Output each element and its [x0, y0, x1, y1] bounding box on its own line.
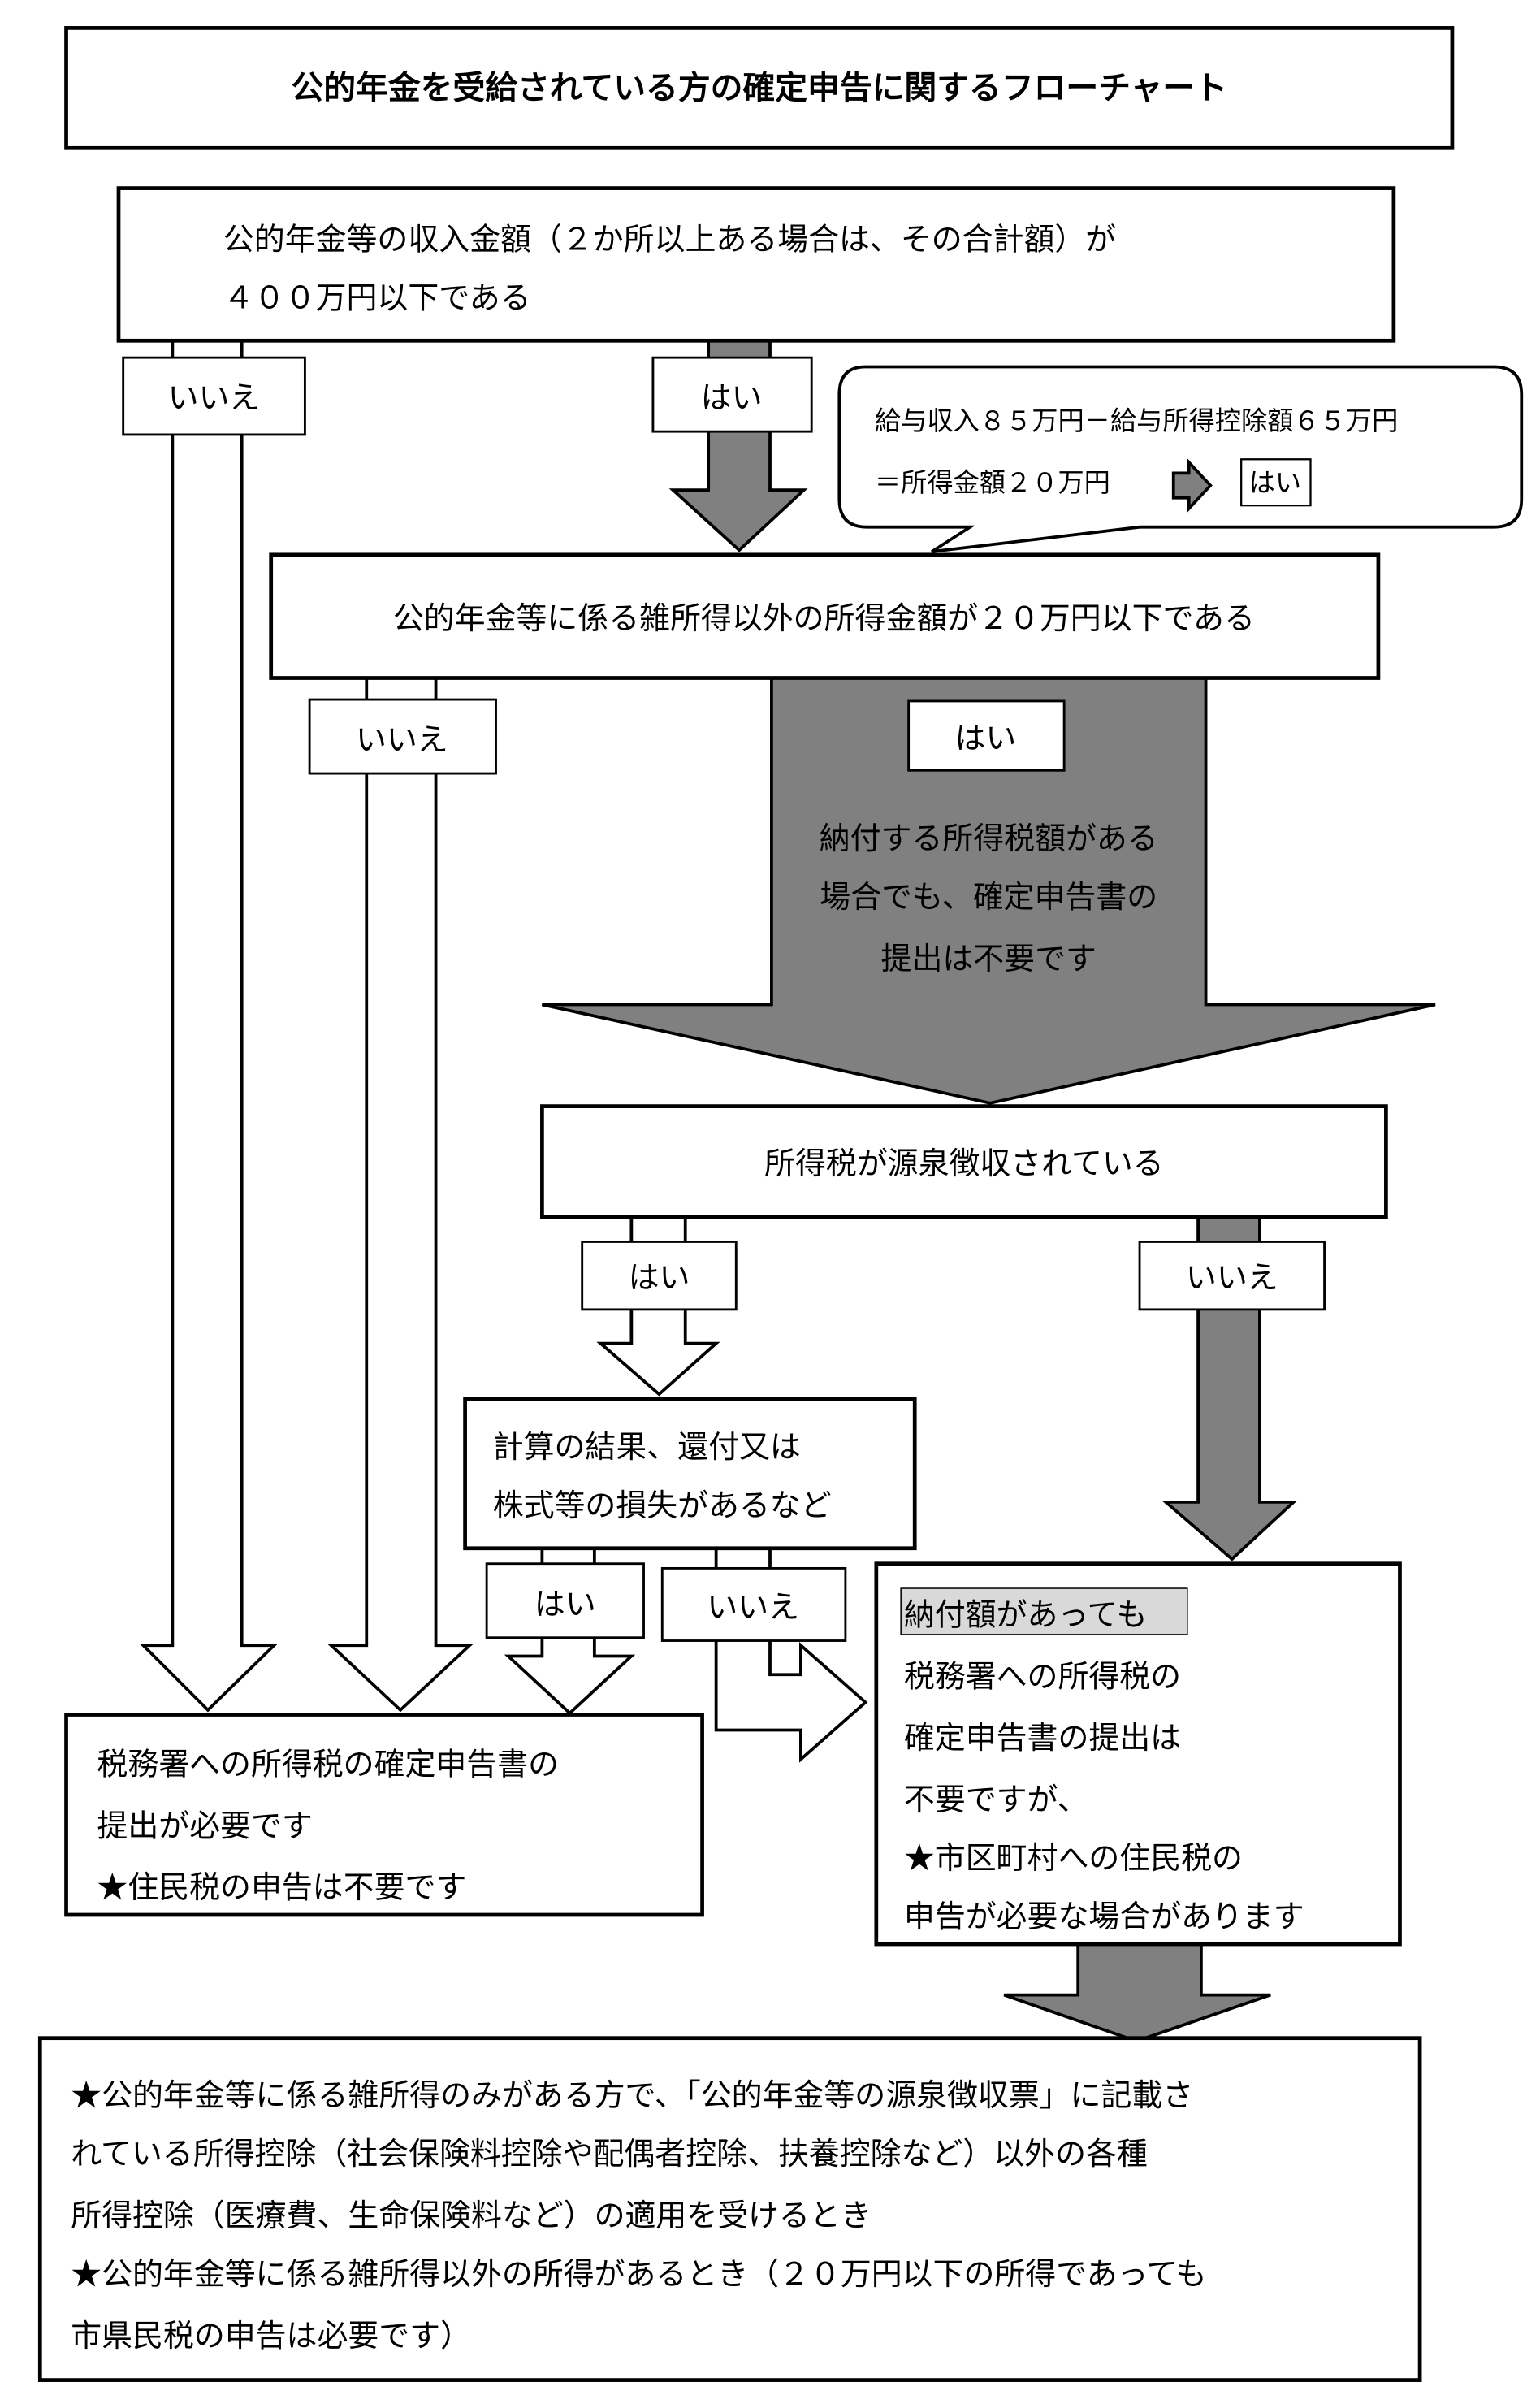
q1-no-text: いいえ [168, 380, 261, 416]
q1-no-arrow [139, 339, 279, 1713]
result-not-required-line5: 申告が必要な場合があります [904, 1899, 1304, 1934]
result-not-required-line4: ★市区町村への住民税の [904, 1840, 1243, 1876]
q2-yes-note-2: 場合でも、確定申告書の [820, 879, 1157, 915]
q4-line2: 株式等の損失があるなど [493, 1488, 832, 1523]
q2-yes-note-1: 納付する所得税額がある [820, 821, 1158, 856]
highlight [900, 1587, 1188, 1635]
arrow-right-icon [1171, 458, 1213, 513]
q4-no-label: いいえ [660, 1566, 847, 1642]
question-1-box: 公的年金等の収入金額（２か所以上ある場合は、その合計額）が ４００万円以下である [116, 186, 1396, 343]
notes-box: ★公的年金等に係る雑所得のみがある方で、「公的年金等の源泉徴収票」に記載さ れて… [37, 2036, 1422, 2382]
q1-no-label: いいえ [122, 356, 306, 436]
note-line5: 市県民税の申告は必要です） [71, 2318, 471, 2354]
result-not-required-line1: 税務署への所得税の [904, 1658, 1181, 1694]
q3-no-text: いいえ [1186, 1259, 1278, 1295]
q2-yes-note-3: 提出は不要です [881, 941, 1097, 977]
q4-no-text: いいえ [707, 1589, 799, 1625]
result-not-required-highlight: 納付額があっても [904, 1597, 1147, 1633]
q1-line1: 公的年金等の収入金額（２か所以上ある場合は、その合計額）が [223, 221, 1116, 257]
callout-bubble: 給与収入８５万円－給与所得控除額６５万円 ＝所得金額２０万円 はい [837, 365, 1524, 553]
result-filing-not-required-box: 納付額があっても 税務署への所得税の 確定申告書の提出は 不要ですが、 ★市区町… [874, 1561, 1402, 1947]
q2-yes-arrow [541, 676, 1436, 1105]
note-line2: れている所得控除（社会保険料控除や配偶者控除、扶養控除など）以外の各種 [71, 2136, 1148, 2172]
to-notes-arrow [1003, 1942, 1271, 2043]
q3-yes-text: はい [629, 1259, 690, 1295]
q3-yes-label: はい [581, 1241, 738, 1311]
result-required-line3: ★住民税の申告は不要です [97, 1869, 466, 1905]
result-not-required-line3: 不要ですが、 [904, 1782, 1088, 1817]
q2-yes-text: はい [955, 721, 1017, 756]
result-required-line1: 税務署への所得税の確定申告書の [97, 1746, 559, 1782]
result-required-line2: 提出が必要です [97, 1808, 312, 1843]
title: 公的年金を受給されている方の確定申告に関するフローチャート [291, 70, 1227, 107]
q4-yes-text: はい [534, 1586, 596, 1622]
callout-line2: ＝所得金額２０万円 [875, 467, 1110, 498]
q3-no-label: いいえ [1138, 1241, 1326, 1311]
question-2-box: 公的年金等に係る雑所得以外の所得金額が２０万円以下である [269, 552, 1381, 680]
question-4-box: 計算の結果、還付又は 株式等の損失があるなど [463, 1397, 917, 1551]
callout-answer: はい [1249, 467, 1301, 498]
title-box: 公的年金を受給されている方の確定申告に関するフローチャート [64, 26, 1455, 150]
note-line4: ★公的年金等に係る雑所得以外の所得があるとき（２０万円以下の所得であっても [71, 2256, 1206, 2292]
q4-line1: 計算の結果、還付又は [493, 1429, 801, 1465]
q4-yes-label: はい [485, 1562, 645, 1639]
q2-text: 公的年金等に係る雑所得以外の所得金額が２０万円以下である [393, 600, 1255, 636]
question-3-box: 所得税が源泉徴収されている [540, 1104, 1388, 1219]
q1-line2: ４００万円以下である [223, 279, 531, 315]
callout-line1: 給与収入８５万円－給与所得控除額６５万円 [875, 405, 1398, 436]
note-line1: ★公的年金等に係る雑所得のみがある方で、「公的年金等の源泉徴収票」に記載さ [71, 2077, 1193, 2113]
q1-yes-label: はい [651, 356, 813, 433]
q1-yes-text: はい [701, 380, 763, 416]
q3-text: 所得税が源泉徴収されている [764, 1146, 1164, 1181]
result-filing-required-box: 税務署への所得税の確定申告書の 提出が必要です ★住民税の申告は不要です [64, 1713, 704, 1917]
q2-no-text: いいえ [356, 722, 448, 758]
result-not-required-line2: 確定申告書の提出は [904, 1720, 1181, 1756]
q2-yes-label: はい [907, 699, 1066, 772]
q2-no-label: いいえ [308, 698, 497, 775]
q2-no-arrow [327, 676, 474, 1713]
note-line3: 所得控除（医療費、生命保険料など）の適用を受けるとき [71, 2198, 872, 2233]
